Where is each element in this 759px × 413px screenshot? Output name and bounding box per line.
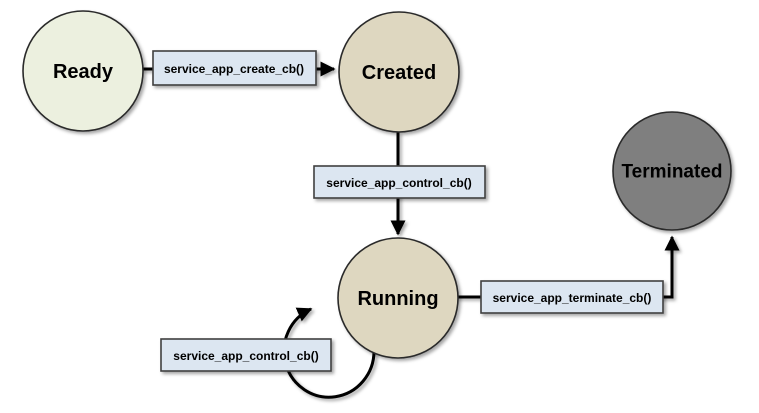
state-circle-created xyxy=(338,11,460,133)
state-label-running: Running xyxy=(357,288,438,310)
transition-label-text-control: service_app_control_cb() xyxy=(326,176,471,190)
state-node-terminated: Terminated xyxy=(612,111,732,231)
transition-label-text-create: service_app_create_cb() xyxy=(164,62,304,76)
transition-label-control: service_app_control_cb() xyxy=(313,165,486,199)
state-circle-terminated xyxy=(612,111,732,231)
state-label-ready: Ready xyxy=(53,61,114,83)
label-box-control xyxy=(313,165,486,199)
state-node-created: Created xyxy=(338,11,460,133)
label-box-terminate xyxy=(480,280,664,314)
state-label-terminated: Terminated xyxy=(621,162,722,183)
transition-label-text-control-loop: service_app_control_cb() xyxy=(173,349,318,363)
self-loop-arrow-control xyxy=(282,307,376,399)
state-label-created: Created xyxy=(362,62,436,84)
state-circle-running xyxy=(337,237,459,359)
transition-label-control-loop: service_app_control_cb() xyxy=(160,338,332,372)
state-node-running: Running xyxy=(337,237,459,359)
state-circle-ready xyxy=(22,10,144,132)
label-box-create xyxy=(152,50,317,86)
transition-label-create: service_app_create_cb() xyxy=(152,50,317,86)
state-node-ready: Ready xyxy=(22,10,144,132)
transition-label-terminate: service_app_terminate_cb() xyxy=(480,280,664,314)
transition-label-text-terminate: service_app_terminate_cb() xyxy=(493,291,652,305)
label-box-control-loop xyxy=(160,338,332,372)
